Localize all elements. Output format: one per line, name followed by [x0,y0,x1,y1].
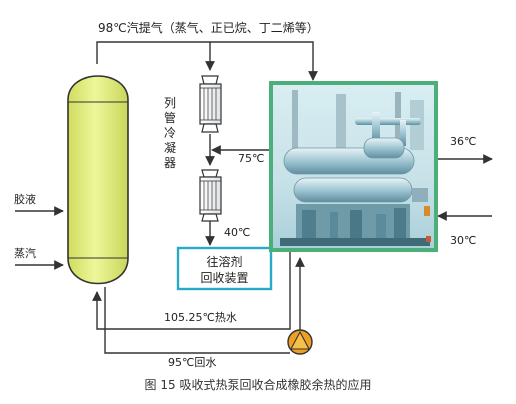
temp-40-label: 40℃ [224,226,250,239]
solvent-device-label-line1: 往溶剂 [206,254,242,269]
top-vapor-label: 98℃汽提气（蒸气、正已烷、丁二烯等） [98,20,319,35]
steam-inlet-label: 蒸汽 [14,246,36,260]
hot-water-line [92,250,291,330]
flow-lines [15,41,493,354]
tube-condenser-lower-icon [199,169,222,222]
temp-36-label: 36℃ [450,135,476,148]
return-water-label: 95℃回水 [168,356,216,369]
stripping-column [67,75,129,285]
temp-75-label: 75℃ [238,152,264,165]
hot-water-label: 105.25℃热水 [164,311,237,324]
solvent-device-label-line2: 回收装置 [200,271,248,285]
temp-30-label: 30℃ [450,234,476,247]
glue-inlet-label: 胶液 [14,192,36,206]
absorption-heat-pump-photo [269,81,438,252]
pump-triangle-icon [287,329,313,355]
solvent-recovery-box [176,246,273,291]
vapor-line-top [96,41,318,81]
return-water-line [104,287,290,354]
figure-caption: 图 15 吸收式热泵回收合成橡胶余热的应用 [144,378,372,392]
tube-condenser-upper-icon [199,75,222,133]
tube-condenser-label: 列管冷凝器 [163,96,176,170]
